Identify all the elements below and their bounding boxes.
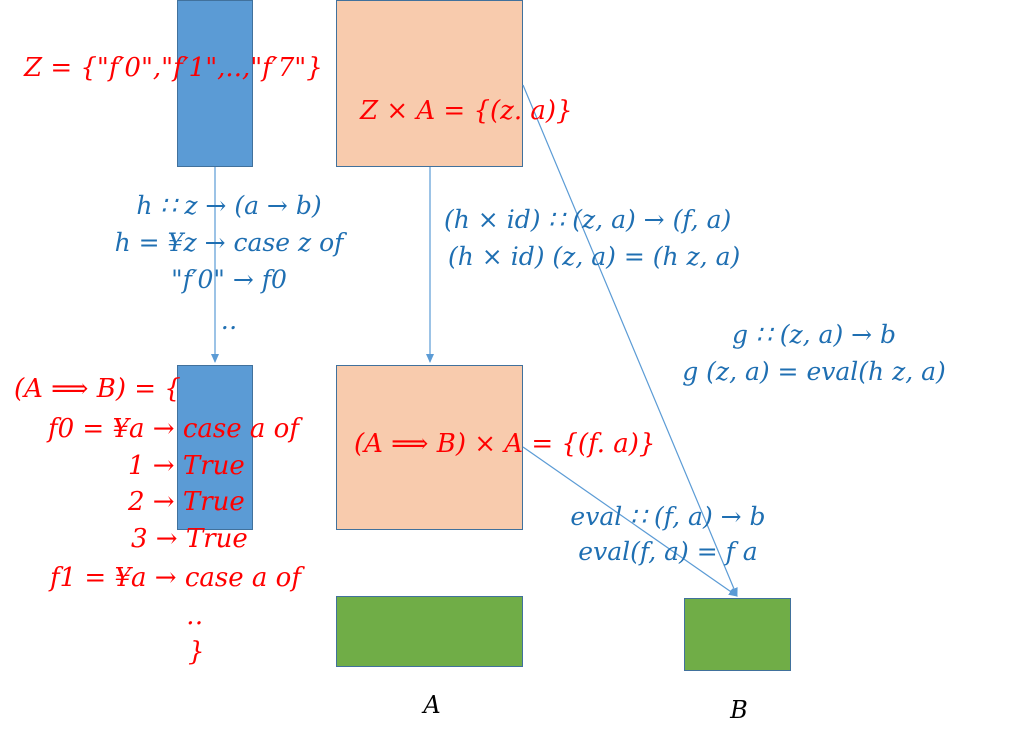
a-box <box>336 596 523 667</box>
g-def-label: g (z, a) = eval(h z, a) <box>682 357 946 386</box>
exponential-times-a-box <box>336 365 523 530</box>
h-case-label: "f′0" → f0 <box>171 265 287 294</box>
f1-def-label: f1 = ¥a → case a of <box>50 563 301 593</box>
f0-def-label: f0 = ¥a → case a of <box>48 414 299 444</box>
h-def-label: h = ¥z → case z of <box>114 228 344 257</box>
z-set-label: Z = {"f′0","f′1",..,"f′7"} <box>24 53 323 83</box>
eval-type-label: eval ∷ (f, a) → b <box>570 502 766 531</box>
exp-times-a-label: (A ⟹ B) × A = {(f. a)} <box>354 429 656 459</box>
exp-dots-label: ‥ <box>186 601 204 631</box>
exponential-box <box>177 365 253 530</box>
eval-arrow <box>522 446 738 597</box>
h-dots-label: ‥ <box>220 306 238 335</box>
object-b-label: B <box>730 696 748 724</box>
g-arrow <box>522 84 738 597</box>
hid-type-label: (h × id) ∷ (z, a) → (f, a) <box>444 205 732 234</box>
b-box <box>684 598 791 671</box>
object-a-label: A <box>423 691 441 719</box>
case-2-label: 2 → True <box>128 487 245 517</box>
case-3-label: 3 → True <box>131 524 248 554</box>
g-type-label: g ∷ (z, a) → b <box>731 320 897 349</box>
eval-def-label: eval(f, a) = f a <box>578 537 758 566</box>
exp-open-label: (A ⟹ B) = { <box>14 374 181 404</box>
case-1-label: 1 → True <box>128 451 245 481</box>
z-times-a-box <box>336 0 523 167</box>
h-type-label: h ∷ z → (a → b) <box>136 191 322 220</box>
hid-def-label: (h × id) (z, a) = (h z, a) <box>448 242 741 271</box>
z-box <box>177 0 253 167</box>
z-times-a-label: Z × A = {(z. a)} <box>360 96 573 126</box>
exp-close-label: } <box>188 637 205 667</box>
